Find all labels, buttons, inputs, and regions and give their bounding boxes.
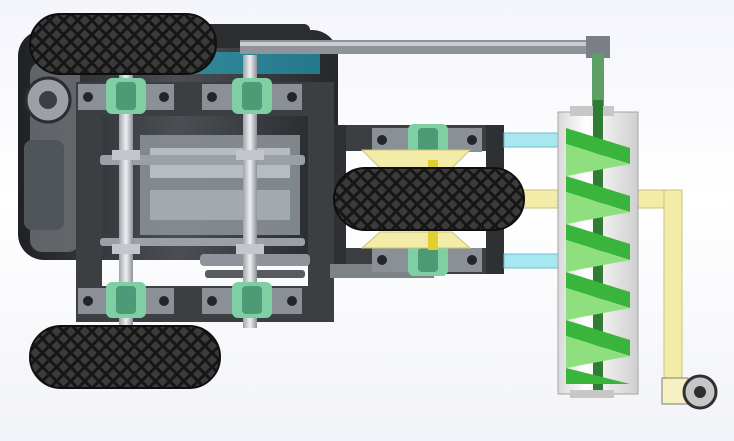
center-caster-wheel <box>333 167 525 231</box>
tail-wheel <box>661 374 718 410</box>
front-axle <box>236 55 264 328</box>
auger-assembly <box>557 100 639 398</box>
rear-axle <box>112 70 140 328</box>
auger-mount-rods <box>503 132 559 269</box>
pillow-block-bearings <box>78 78 482 318</box>
top-linkage-bar <box>240 36 610 114</box>
tire-top-left <box>29 13 217 75</box>
auger-screw <box>566 128 630 384</box>
tire-bottom-left <box>29 325 221 389</box>
tires <box>29 13 525 389</box>
